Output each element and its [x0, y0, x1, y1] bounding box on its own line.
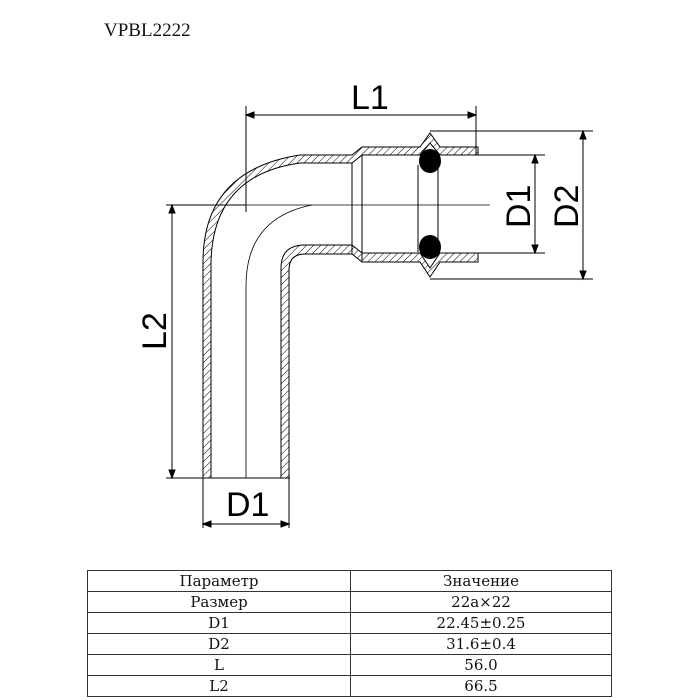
value-cell: 22a×22	[350, 591, 612, 613]
inner-wall	[280, 244, 479, 479]
elbow-fitting-drawing: L1 D1 D2 L2 D1	[136, 79, 593, 528]
value-cell: 56.0	[350, 654, 612, 676]
header-parameter: Параметр	[87, 570, 351, 592]
param-cell: L	[87, 654, 351, 676]
value-cell: 22.45±0.25	[350, 612, 612, 634]
param-cell: L2	[87, 675, 351, 697]
spec-table: Параметр Значение Размер 22a×22 D1 22.45…	[87, 570, 612, 697]
table-row: L2 66.5	[87, 675, 612, 697]
label-l1: L1	[351, 79, 389, 117]
o-ring-top	[419, 149, 441, 173]
param-cell: D1	[87, 612, 351, 634]
outer-wall	[202, 132, 479, 479]
dimension-d1-right	[440, 153, 545, 255]
dimension-d1-bottom	[201, 478, 291, 528]
label-d2: D2	[548, 185, 586, 228]
table-row: L 56.0	[87, 654, 612, 676]
param-cell: D2	[87, 633, 351, 655]
dimension-d2	[430, 129, 593, 281]
label-d1-bottom: D1	[226, 486, 269, 524]
header-value: Значение	[350, 570, 612, 592]
table-row: D2 31.6±0.4	[87, 633, 612, 655]
table-row: D1 22.45±0.25	[87, 612, 612, 634]
dimension-l1	[244, 106, 478, 212]
product-code-title: VPBL2222	[104, 20, 191, 41]
param-cell: Размер	[87, 591, 351, 613]
value-cell: 66.5	[350, 675, 612, 697]
table-header-row: Параметр Значение	[87, 570, 612, 592]
table-row: Размер 22a×22	[87, 591, 612, 613]
socket-outline	[351, 155, 439, 262]
dimension-l2	[166, 203, 290, 480]
label-d1-right: D1	[500, 185, 538, 228]
label-l2: L2	[136, 312, 174, 350]
o-ring-bottom	[419, 235, 441, 259]
value-cell: 31.6±0.4	[350, 633, 612, 655]
